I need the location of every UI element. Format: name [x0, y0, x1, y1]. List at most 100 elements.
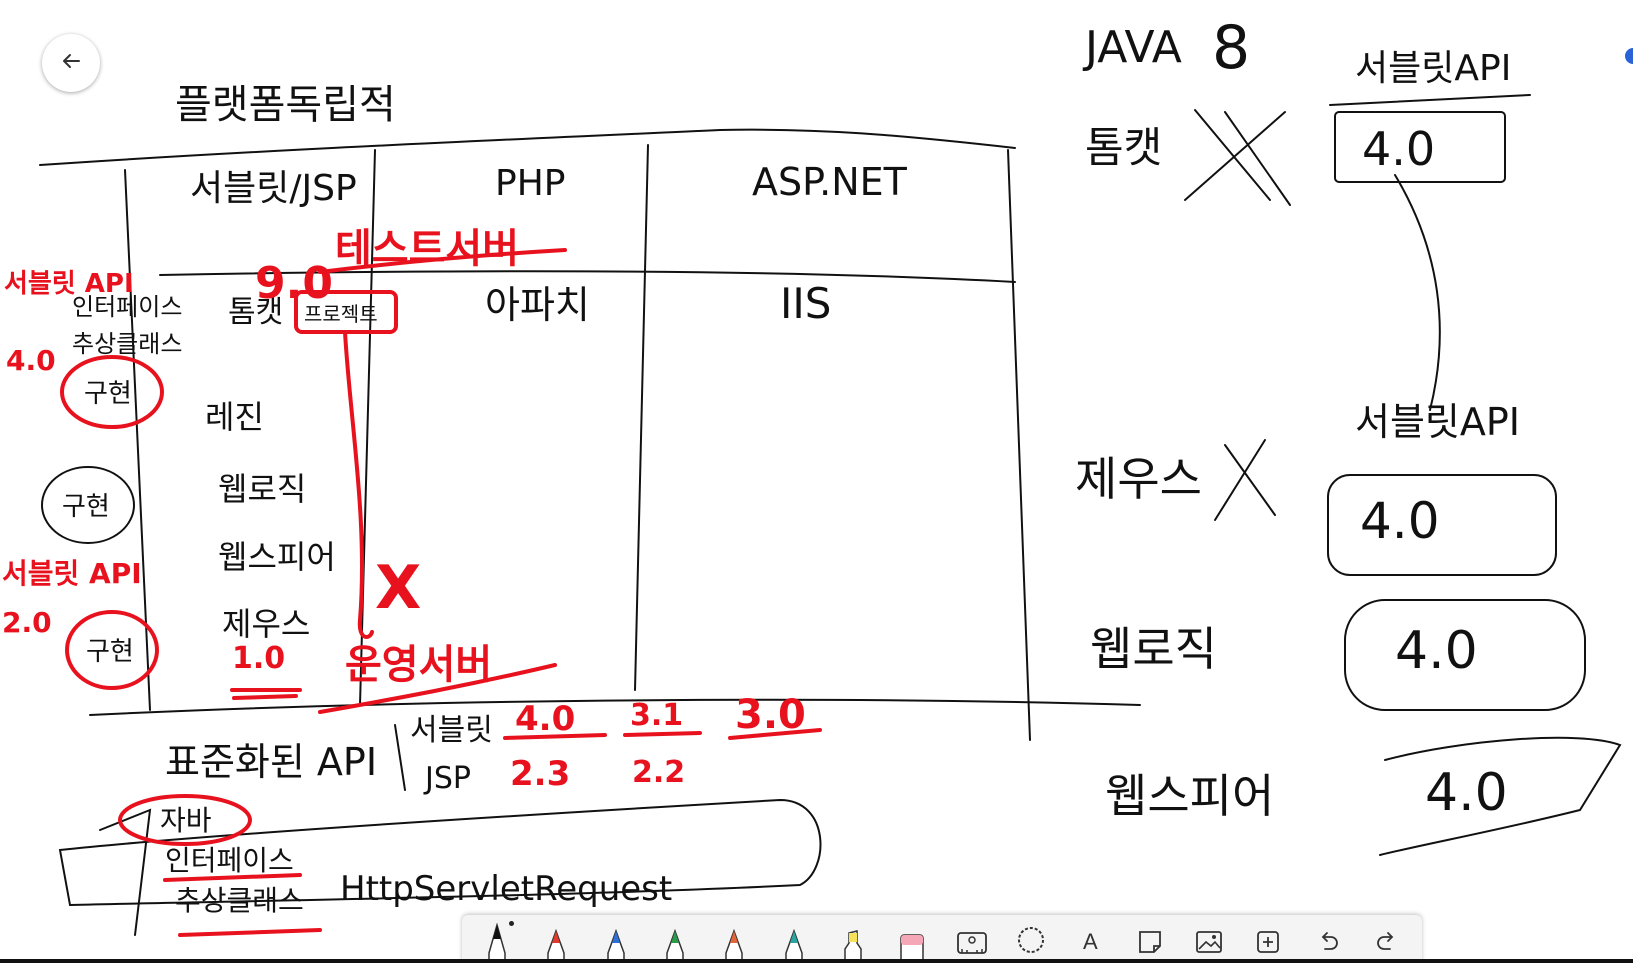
sticky-note-tool[interactable] [1129, 917, 1171, 963]
plus-box-icon [1257, 931, 1280, 953]
undo-button[interactable] [1307, 917, 1349, 963]
java-label: 자바 [160, 804, 212, 837]
text-tool[interactable]: A [1069, 917, 1111, 963]
note-version-bottom: 2.0 [2, 606, 52, 639]
impl-circle-top [60, 355, 164, 429]
red-pen-icon [547, 929, 566, 963]
java-title: JAVA [1082, 22, 1182, 73]
right-row-2-box [1327, 474, 1557, 576]
green-pen-icon [666, 929, 684, 963]
orange-pen-icon [725, 929, 744, 963]
request-class-label: HttpServletRequest [340, 869, 672, 909]
server-jeus: 제우스 [222, 605, 310, 643]
servlet-version-underlines [503, 728, 822, 740]
green-pen-tool[interactable] [654, 917, 696, 963]
header-servlet-jsp: 서블릿/JSP [190, 168, 357, 209]
note-interface: 인터페이스 [72, 293, 182, 321]
lasso-icon [1017, 927, 1044, 953]
impl-circle-bottom [65, 610, 159, 690]
note-impl-middle: 구현 [62, 492, 110, 522]
abstract-underline [178, 928, 322, 937]
red-pen-tool[interactable] [535, 917, 577, 963]
ruler-icon [956, 932, 987, 954]
jeus-version: 1.0 [232, 641, 285, 676]
table-grid [39, 128, 1141, 791]
add-tool[interactable] [1247, 917, 1289, 963]
right-row-1-box [1334, 111, 1506, 183]
highlighter-icon [844, 930, 862, 963]
note-servlet-api-top: 서블릿 API [4, 269, 134, 299]
right-row-4-box [1379, 736, 1622, 856]
api-header-2: 서블릿API [1355, 400, 1520, 444]
ballpoint-pen-icon [488, 923, 506, 963]
header-aspnet: ASP.NET [752, 160, 908, 204]
project-link-line [343, 330, 374, 639]
ops-server-underline [318, 663, 557, 714]
jsp-version-1: 2.3 [510, 754, 570, 794]
java-version: 8 [1212, 13, 1250, 83]
header-php: PHP [495, 163, 566, 204]
right-row-2-version: 4.0 [1360, 492, 1440, 550]
eraser-icon [900, 934, 925, 963]
servlet-label: 서블릿 [410, 713, 493, 748]
test-server-underline [318, 248, 567, 274]
note-version-top: 4.0 [6, 344, 56, 377]
redo-icon [1377, 932, 1394, 950]
pen-toolbar: A [462, 915, 1422, 963]
eraser-tool[interactable] [891, 917, 933, 963]
right-row-1-version: 4.0 [1362, 122, 1435, 176]
right-row-2-name: 제우스 [1075, 452, 1202, 506]
bottom-abstract-label: 추상클래스 [175, 884, 304, 917]
right-row-3-box [1344, 599, 1586, 711]
cross-mark: X [375, 553, 421, 623]
api-header-1: 서블릿API [1355, 48, 1511, 89]
standard-api-label: 표준화된 API [165, 740, 377, 784]
sticky-note-icon [1138, 931, 1161, 953]
cell-iis: IIS [780, 279, 831, 328]
note-servlet-api-bottom: 서블릿 API [2, 557, 142, 590]
right-row-3-name: 웹로직 [1090, 622, 1217, 676]
blue-pen-tool[interactable] [595, 917, 637, 963]
right-row-2-cross [1214, 439, 1276, 521]
table-title: 플랫폼독립적 [175, 82, 396, 128]
arrow-line [99, 808, 152, 936]
edge-indicator [1625, 48, 1633, 64]
image-tool[interactable] [1188, 917, 1230, 963]
right-row-3-version: 4.0 [1395, 621, 1478, 681]
teal-pen-tool[interactable] [773, 917, 815, 963]
back-button[interactable] [42, 34, 100, 92]
servlet-version-1: 4.0 [515, 699, 575, 739]
bottom-interface-label: 인터페이스 [165, 844, 294, 877]
lasso-tool[interactable] [1010, 917, 1052, 963]
image-icon [1196, 931, 1222, 953]
project-label: 프로젝트 [304, 302, 378, 326]
ruler-tool[interactable] [951, 917, 993, 963]
java-circle [118, 794, 252, 846]
right-row-1-name: 톰캣 [1085, 123, 1162, 172]
right-row-4-version: 4.0 [1425, 763, 1508, 823]
note-impl-bottom: 구현 [86, 637, 134, 667]
tomcat-version: 9.0 [255, 258, 333, 309]
jsp-version-2: 2.2 [632, 755, 685, 790]
server-websphere: 웹스피어 [218, 538, 336, 576]
api-header-underline [1329, 94, 1531, 106]
jeus-version-strike [230, 688, 302, 700]
servlet-version-2: 3.1 [630, 698, 683, 733]
ballpoint-pen-tool[interactable] [476, 917, 518, 963]
redo-button[interactable] [1366, 917, 1408, 963]
right-row-4-name: 웹스피어 [1105, 769, 1274, 823]
jsp-label: JSP [423, 761, 471, 796]
impl-circle-middle [41, 466, 135, 544]
server-tomcat: 톰캣 [228, 295, 283, 330]
ops-server-label: 운영서버 [345, 642, 492, 688]
highlighter-tool[interactable] [832, 917, 874, 963]
teal-pen-icon [784, 929, 803, 963]
arrow-left-icon [59, 49, 83, 77]
orange-pen-tool[interactable] [713, 917, 755, 963]
api-link-line [1394, 174, 1441, 411]
server-weblogic: 웹로직 [218, 470, 306, 508]
note-impl-top: 구현 [84, 379, 132, 409]
undo-icon [1321, 932, 1338, 950]
right-row-1-cross [1184, 109, 1291, 206]
